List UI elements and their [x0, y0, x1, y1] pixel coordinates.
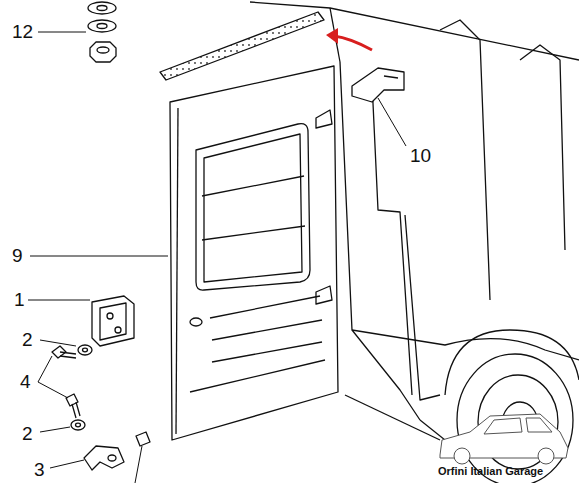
hinge-plate: [92, 296, 134, 346]
callout-number: 12: [12, 22, 33, 41]
callout-number: 2: [22, 424, 33, 443]
door-seal: [160, 12, 324, 80]
callout-number: 4: [20, 372, 31, 391]
callout-number: 9: [12, 246, 23, 265]
washer-nut-set: [88, 2, 116, 62]
leader-line: [28, 32, 406, 483]
red-arrow: [326, 28, 372, 50]
bolt: [52, 346, 150, 446]
door-bracket: [352, 68, 404, 102]
watermark: Orfini Italian Garage: [438, 466, 543, 477]
hinge-bracket: [84, 446, 124, 470]
callout-number: 1: [14, 290, 25, 309]
callout-number: 2: [22, 330, 33, 349]
wheel: [457, 354, 573, 483]
watermark-car: [440, 414, 568, 464]
rear-door: [170, 66, 338, 440]
callout-number: 3: [34, 460, 45, 479]
callout-number: 10: [410, 146, 431, 165]
